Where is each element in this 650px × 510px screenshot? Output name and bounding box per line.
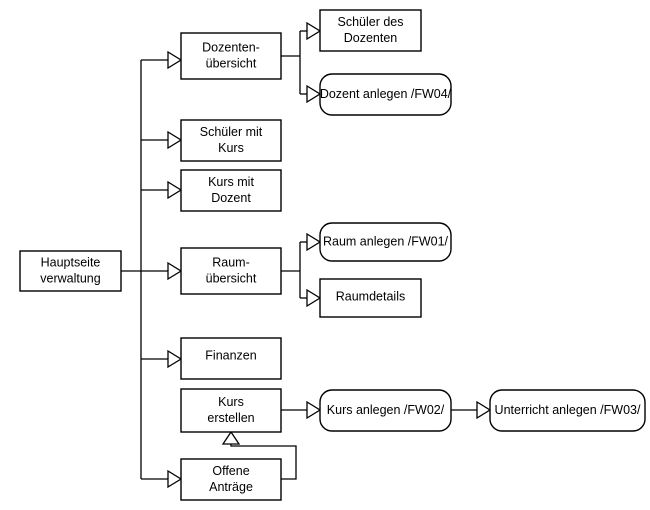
node-schueler-des-dozenten-label: Dozenten	[344, 31, 398, 45]
edge-dozentenuebersicht-schueler-des-dozenten-arrowhead-icon	[306, 21, 322, 41]
edge-hauptseite-raumuebersicht-arrowhead-icon	[167, 261, 183, 281]
node-raumdetails-label: Raumdetails	[336, 289, 405, 303]
edge-kurs-anlegen-unterricht-anlegen	[451, 400, 492, 420]
edge-hauptseite-schueler-mit-kurs-arrowhead-icon	[167, 130, 183, 150]
node-hauptseite-label: verwaltung	[40, 271, 100, 285]
edge-raumuebersicht-raum-anlegen-arrowhead-icon	[306, 232, 322, 252]
node-kurs-mit-dozent-label: Dozent	[211, 191, 251, 205]
node-kurs-anlegen-shape[interactable]	[319, 389, 452, 432]
node-hauptseite-label: Hauptseite	[41, 255, 101, 269]
node-raum-anlegen-label: Raum anlegen /FW01/	[323, 234, 449, 248]
edge-raumuebersicht-split	[281, 242, 301, 298]
node-raumdetails[interactable]: Raumdetails	[319, 278, 422, 318]
node-kurs-mit-dozent-shape[interactable]	[180, 169, 282, 212]
node-offene-antraege-shape[interactable]	[180, 458, 282, 501]
node-kurs-erstellen-label: erstellen	[207, 411, 254, 425]
node-unterricht-anlegen-shape[interactable]	[489, 389, 646, 432]
edge-dozentenuebersicht-split-line	[281, 31, 301, 94]
node-raumdetails-shape[interactable]	[319, 278, 422, 318]
node-schueler-mit-kurs-label: Schüler mit	[200, 125, 263, 139]
edge-kurs-erstellen-kurs-anlegen	[281, 400, 322, 420]
node-schueler-mit-kurs-shape[interactable]	[180, 119, 282, 162]
node-offene-antraege-label: Offene	[212, 464, 249, 478]
edge-hauptseite-raumuebersicht	[141, 261, 183, 281]
node-kurs-erstellen-shape[interactable]	[180, 388, 282, 433]
node-kurs-anlegen[interactable]: Kurs anlegen /FW02/	[319, 389, 452, 432]
edge-hauptseite-kurs-mit-dozent	[141, 180, 183, 200]
node-dozentenuebersicht-label: übersicht	[206, 56, 257, 70]
node-raumuebersicht-label: übersicht	[206, 271, 257, 285]
node-schueler-des-dozenten-label: Schüler des	[337, 15, 403, 29]
node-offene-antraege-label: Anträge	[209, 480, 253, 494]
node-unterricht-anlegen-label: Unterricht anlegen /FW03/	[495, 403, 641, 417]
node-kurs-anlegen-label: Kurs anlegen /FW02/	[327, 403, 445, 417]
edge-raumuebersicht-raumdetails-arrowhead-icon	[306, 288, 322, 308]
edge-hauptseite-offene-antraege	[141, 469, 183, 489]
edge-hauptseite-kurs-mit-dozent-arrowhead-icon	[167, 180, 183, 200]
node-schueler-mit-kurs-label: Kurs	[218, 141, 244, 155]
node-kurs-erstellen-label: Kurs	[218, 395, 244, 409]
edge-dozentenuebersicht-split	[281, 31, 301, 94]
node-raumuebersicht-shape[interactable]	[180, 247, 282, 295]
node-dozent-anlegen-label: Dozent anlegen /FW04/	[320, 87, 452, 101]
node-hauptseite[interactable]: Hauptseite verwaltung	[19, 250, 122, 292]
node-dozent-anlegen-shape[interactable]	[319, 73, 452, 116]
node-kurs-mit-dozent-label: Kurs mit	[208, 175, 254, 189]
node-dozentenuebersicht-label: Dozenten-	[202, 40, 260, 54]
node-hauptseite-shape[interactable]	[19, 250, 122, 292]
edge-raumuebersicht-raumdetails	[300, 288, 322, 308]
node-kurs-erstellen[interactable]: Kurs erstellen	[180, 388, 282, 433]
edge-hauptseite-finanzen	[141, 349, 183, 369]
edge-offene-antraege-kurs-erstellen-line	[230, 443, 297, 480]
edge-raumuebersicht-raum-anlegen	[300, 232, 322, 252]
edge-hauptseite-dozentenuebersicht	[141, 50, 183, 70]
node-dozentenuebersicht[interactable]: Dozenten-übersicht	[180, 32, 282, 80]
edge-hauptseite-schueler-mit-kurs	[141, 130, 183, 150]
edge-dozentenuebersicht-dozent-anlegen-arrowhead-icon	[306, 84, 322, 104]
edge-dozentenuebersicht-dozent-anlegen	[300, 84, 322, 104]
edge-raumuebersicht-split-line	[281, 242, 301, 298]
edge-kurs-erstellen-kurs-anlegen-arrowhead-icon	[306, 400, 322, 420]
node-raumuebersicht[interactable]: Raum-übersicht	[180, 247, 282, 295]
node-finanzen-label: Finanzen	[205, 348, 256, 362]
node-raumuebersicht-label: Raum-	[212, 255, 250, 269]
node-dozentenuebersicht-shape[interactable]	[180, 32, 282, 80]
edges-layer	[121, 21, 492, 489]
node-dozent-anlegen[interactable]: Dozent anlegen /FW04/	[319, 73, 452, 116]
edge-hauptseite-dozentenuebersicht-arrowhead-icon	[167, 50, 183, 70]
node-unterricht-anlegen[interactable]: Unterricht anlegen /FW03/	[489, 389, 646, 432]
edge-offene-antraege-kurs-erstellen	[221, 430, 297, 480]
node-raum-anlegen-shape[interactable]	[319, 222, 452, 262]
edge-hauptseite-offene-antraege-arrowhead-icon	[167, 469, 183, 489]
edge-offene-antraege-kurs-erstellen-arrowhead-icon	[221, 430, 241, 445]
node-raum-anlegen[interactable]: Raum anlegen /FW01/	[319, 222, 452, 262]
node-finanzen-shape[interactable]	[180, 337, 282, 380]
edge-kurs-anlegen-unterricht-anlegen-arrowhead-icon	[476, 400, 492, 420]
edge-dozentenuebersicht-schueler-des-dozenten	[300, 21, 322, 41]
edge-hauptseite-finanzen-arrowhead-icon	[167, 349, 183, 369]
nodes-layer: HauptseiteverwaltungDozenten-übersichtSc…	[19, 9, 646, 501]
node-finanzen[interactable]: Finanzen	[180, 337, 282, 380]
node-schueler-des-dozenten-shape[interactable]	[319, 9, 422, 52]
